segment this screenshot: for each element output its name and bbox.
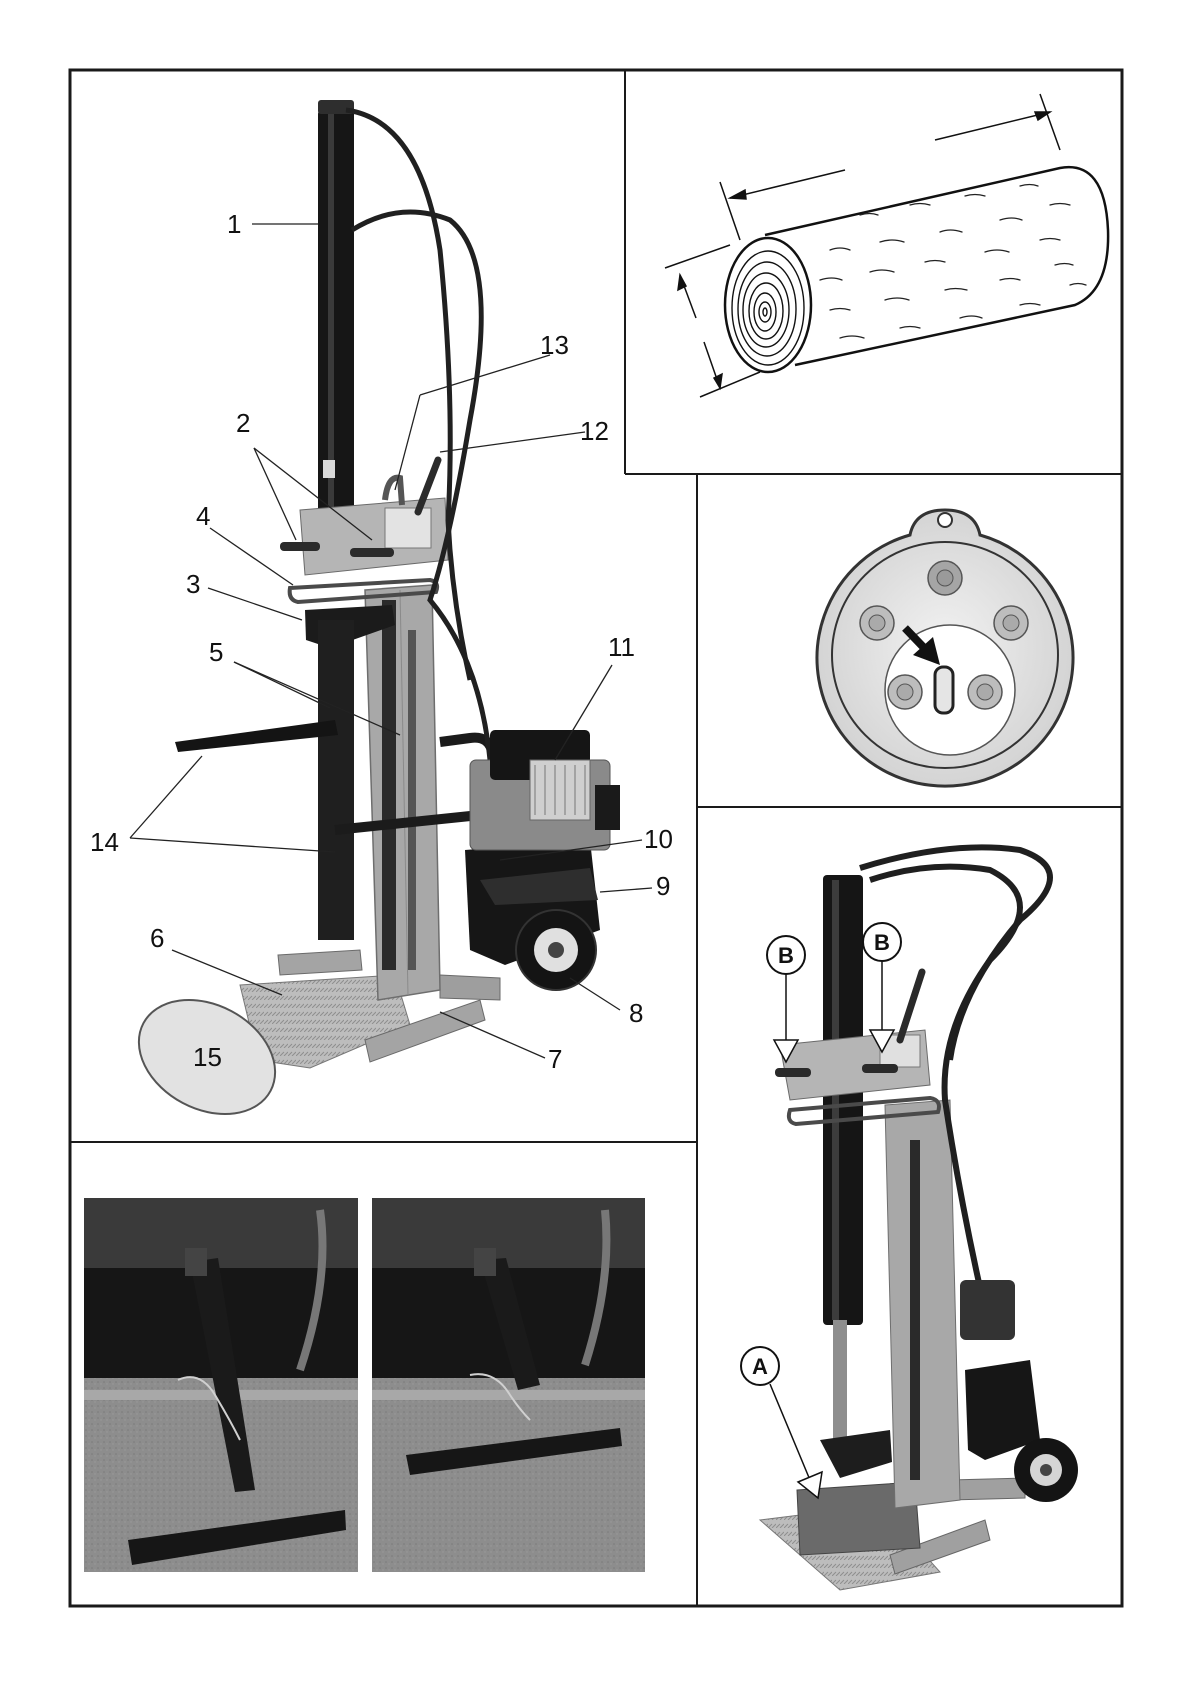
phase-switch-slot	[935, 667, 953, 713]
callout-7: 7	[548, 1044, 562, 1074]
callout-8: 8	[629, 998, 643, 1028]
base-leg-rear	[278, 950, 362, 975]
callout-10: 10	[644, 824, 673, 854]
support-leg-photo-up	[372, 1198, 645, 1572]
lever-right	[350, 548, 394, 557]
callout-11: 11	[608, 632, 635, 662]
log-illustration	[665, 94, 1108, 397]
main-column	[365, 585, 440, 1000]
label-b-left: B	[778, 943, 794, 968]
callout-9: 9	[656, 871, 670, 901]
callout-15: 15	[193, 1042, 222, 1072]
callout-12: 12	[580, 416, 609, 446]
callout-14: 14	[90, 827, 119, 857]
log-body	[765, 167, 1108, 365]
label-a: A	[752, 1354, 768, 1379]
log-splitter-diagram	[119, 100, 620, 1137]
lever-left	[280, 542, 320, 551]
callout-6: 6	[150, 923, 164, 953]
hydraulic-cylinder	[318, 110, 354, 520]
log-table-arm	[175, 720, 338, 752]
callout-13: 13	[540, 330, 569, 360]
label-b-right: B	[874, 930, 890, 955]
power-socket-illustration	[817, 510, 1073, 786]
callout-2: 2	[236, 408, 250, 438]
callout-4: 4	[196, 501, 210, 531]
callout-5: 5	[209, 637, 223, 667]
column-rail	[382, 600, 396, 970]
callout-3: 3	[186, 569, 200, 599]
callout-1: 1	[227, 209, 241, 239]
support-leg-photo-down	[84, 1198, 358, 1572]
detail-a-callout: A	[741, 1347, 822, 1498]
base-leg-side	[440, 975, 500, 1000]
